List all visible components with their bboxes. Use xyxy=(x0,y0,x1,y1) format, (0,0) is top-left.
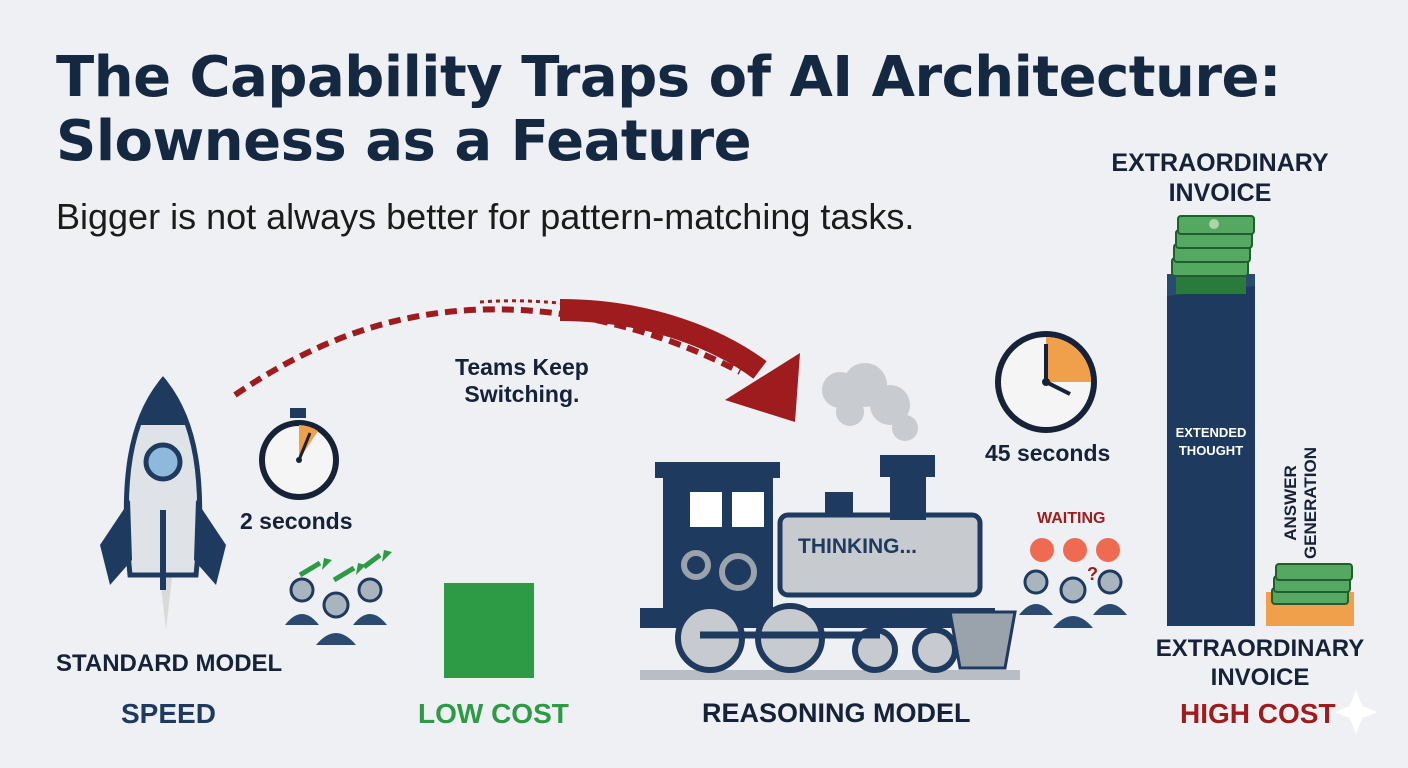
top-invoice-line-1: EXTRAORDINARY xyxy=(1111,149,1329,177)
low-cost-label: LOW COST xyxy=(418,698,569,729)
waiting-label: WAITING xyxy=(1037,510,1106,527)
bottom-invoice-label: EXTRAORDINARY INVOICE xyxy=(1145,634,1375,692)
switching-text-line-1: Teams Keep xyxy=(455,354,589,380)
bottom-invoice-line-1: EXTRAORDINARY xyxy=(1155,635,1365,662)
stopwatch-icon xyxy=(259,408,339,500)
switching-text-line-2: Switching. xyxy=(464,381,580,407)
smoke-cloud-icon xyxy=(822,363,918,441)
standard-model-label: STANDARD MODEL xyxy=(56,650,283,677)
extended-thought-label: EXTENDED THOUGHT xyxy=(1167,424,1255,460)
extended-thought-line-2: THOUGHT xyxy=(1178,443,1244,458)
answer-generation-label: ANSWER GENERATION xyxy=(1281,428,1321,578)
switching-arrow xyxy=(233,299,800,422)
title-line-1: The Capability Traps of AI Architecture: xyxy=(56,45,1281,110)
title-line-2: Slowness as a Feature xyxy=(56,109,752,174)
high-cost-label: HIGH COST xyxy=(1180,698,1336,729)
top-invoice-line-2: INVOICE xyxy=(1168,179,1272,207)
answer-generation-bar xyxy=(1266,563,1354,626)
clock-icon xyxy=(995,331,1097,433)
bottom-invoice-line-2: INVOICE xyxy=(1210,664,1310,691)
answer-generation-line-2: GENERATION xyxy=(1301,446,1320,560)
answer-generation-line-1: ANSWER xyxy=(1281,465,1300,541)
rocket-icon xyxy=(100,376,226,630)
page-title: The Capability Traps of AI Architecture:… xyxy=(56,46,1296,174)
sparkle-icon xyxy=(1334,690,1378,734)
low-cost-block xyxy=(444,583,534,678)
subtitle: Bigger is not always better for pattern-… xyxy=(56,196,915,237)
waiting-team-icon: ? xyxy=(1019,538,1127,628)
steam-train-icon xyxy=(640,455,1020,680)
money-stack-icon xyxy=(1171,215,1255,294)
top-invoice-label: EXTRAORDINARY INVOICE xyxy=(1108,148,1332,208)
speed-label: SPEED xyxy=(121,698,216,729)
switching-text: Teams Keep Switching. xyxy=(455,354,589,408)
happy-team-icon xyxy=(285,550,392,645)
reasoning-time: 45 seconds xyxy=(985,440,1111,466)
thinking-label: THINKING... xyxy=(798,535,917,558)
standard-time: 2 seconds xyxy=(240,508,353,534)
extended-thought-line-1: EXTENDED xyxy=(1175,425,1247,440)
svg-text:?: ? xyxy=(1087,564,1098,584)
reasoning-model-label: REASONING MODEL xyxy=(702,698,971,728)
